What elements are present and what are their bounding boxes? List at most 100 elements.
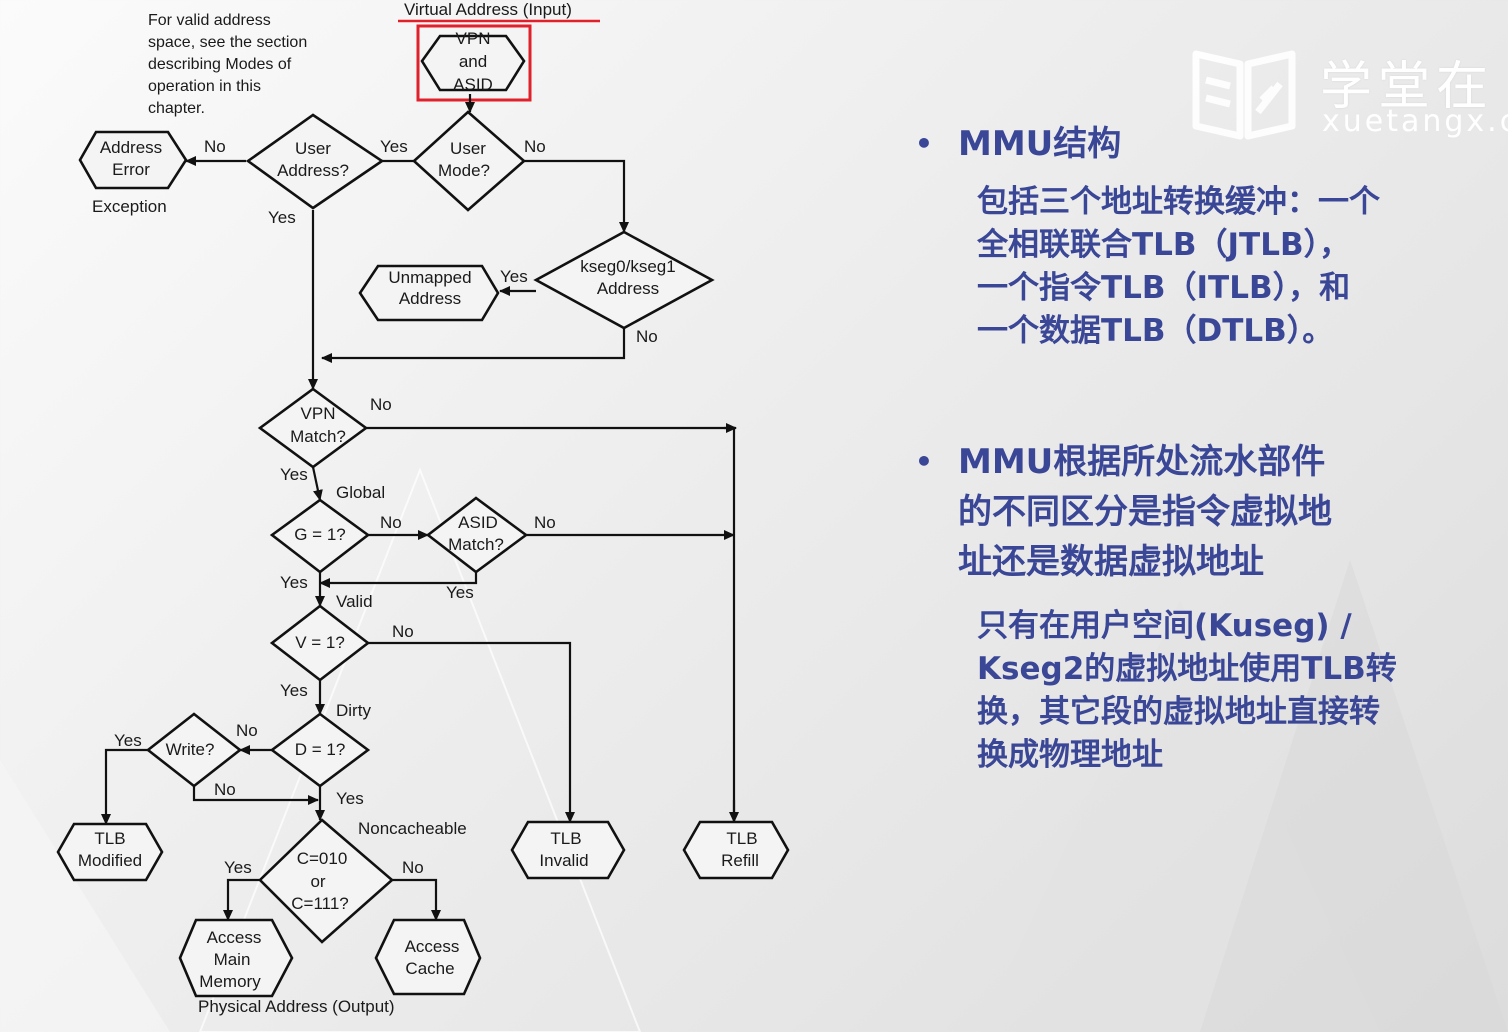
sub2-line: Kseg2的虚拟地址使用TLB转 [977, 651, 1397, 687]
svg-text:VPN: VPN [301, 404, 336, 423]
logo-chinese: 学堂在 [1320, 57, 1495, 117]
svg-text:User: User [450, 139, 486, 158]
label-yes-vpnmatch: Yes [280, 465, 308, 484]
svg-text:C=111?: C=111? [291, 894, 349, 913]
sub-text-2: 只有在用户空间(Kuseg) / Kseg2的虚拟地址使用TLB转 换，其它段的… [977, 605, 1457, 777]
node-address-error: Address Error [78, 130, 188, 190]
label-dirty: Dirty [336, 701, 371, 720]
svg-text:Error: Error [112, 160, 150, 179]
node-unmapped-address: Unmapped Address [358, 264, 500, 322]
label-no-useraddr: No [204, 137, 226, 156]
node-v1: V = 1? [269, 604, 371, 682]
label-yes-v1: Yes [280, 681, 308, 700]
label-noncacheable: Noncacheable [358, 819, 467, 838]
label-yes-asid: Yes [446, 583, 474, 602]
svg-text:Mode?: Mode? [438, 161, 490, 180]
edge-write-cacheq [192, 786, 319, 805]
edge-usermode-kseg [524, 159, 629, 233]
svg-text:Modified: Modified [78, 851, 142, 870]
node-vpn-asid: VPN and ASID [420, 29, 526, 94]
svg-text:TLB: TLB [550, 829, 581, 848]
svg-text:TLB: TLB [726, 829, 757, 848]
edge-vpnmatch-g1 [311, 466, 323, 501]
sub1-line: 一个数据TLB（DTLB）。 [977, 313, 1334, 349]
label-no-d1: No [236, 721, 258, 740]
svg-text:TLB: TLB [94, 829, 125, 848]
sub1-line: 一个指令TLB（ITLB），和 [977, 270, 1351, 306]
svg-text:Access: Access [207, 928, 262, 947]
label-yes-g1: Yes [280, 573, 308, 592]
label-yes-useraddr: Yes [268, 208, 296, 227]
sub2-line: 换，其它段的虚拟地址直接转 [977, 694, 1380, 730]
label-yes-write: Yes [114, 731, 142, 750]
bullet-title-1: MMU结构 [958, 124, 1122, 164]
svg-text:V = 1?: V = 1? [295, 633, 345, 652]
output-title: Physical Address (Output) [198, 997, 395, 1016]
label-yes-cacheq: Yes [224, 858, 252, 877]
label-no-usermode: No [524, 137, 546, 156]
label-no-v1: No [392, 622, 414, 641]
bullet2-line: MMU根据所处流水部件 [958, 442, 1326, 482]
bullet-dot: • [915, 445, 933, 478]
svg-text:Access: Access [405, 937, 460, 956]
label-no-kseg: No [636, 327, 658, 346]
bullet-dot: • [915, 127, 933, 160]
svg-text:User: User [295, 139, 331, 158]
svg-text:ASID: ASID [453, 75, 493, 94]
svg-text:Invalid: Invalid [539, 851, 588, 870]
label-yes-d1: Yes [336, 789, 364, 808]
node-tlb-invalid: TLB Invalid [510, 820, 626, 880]
svg-text:ASID: ASID [458, 513, 498, 532]
exception-label: Exception [92, 197, 167, 216]
svg-text:Address: Address [100, 138, 162, 157]
label-yes-kseg: Yes [500, 267, 528, 286]
svg-text:or: or [310, 872, 325, 891]
label-no-g1: No [380, 513, 402, 532]
svg-text:Memory: Memory [199, 972, 261, 991]
svg-text:Refill: Refill [721, 851, 759, 870]
edge-cacheq-cache [390, 878, 441, 921]
edge-cacheq-main [223, 878, 262, 921]
svg-text:Address: Address [399, 289, 461, 308]
edge-vpnmatch-refill [366, 426, 736, 822]
sub-text-1: 包括三个地址转换缓冲：一个 全相联联合TLB（JTLB）， 一个指令TLB（IT… [977, 181, 1457, 353]
svg-text:D = 1?: D = 1? [295, 740, 346, 759]
svg-text:Main: Main [214, 950, 251, 969]
edge-asid-v1 [319, 572, 478, 588]
svg-text:and: and [459, 52, 487, 71]
edge-v1-invalid [368, 641, 575, 823]
node-g1: G = 1? [269, 498, 371, 574]
logo-english: xuetangx.c [1322, 104, 1508, 139]
svg-text:kseg0/kseg1: kseg0/kseg1 [580, 257, 675, 276]
note-text: For valid address space, see the section… [148, 12, 312, 117]
svg-text:VPN: VPN [456, 29, 491, 48]
node-write: Write? [145, 712, 243, 788]
edge-kseg-main [321, 328, 626, 363]
svg-text:Unmapped: Unmapped [388, 268, 471, 287]
sub1-line: 全相联联合TLB（JTLB）， [977, 227, 1351, 263]
svg-text:Cache: Cache [405, 959, 454, 978]
label-no-vpnmatch: No [370, 395, 392, 414]
sub2-line: 只有在用户空间(Kuseg) / [977, 608, 1352, 644]
svg-text:Match?: Match? [290, 427, 346, 446]
svg-text:Write?: Write? [166, 740, 215, 759]
label-no-cacheq: No [402, 858, 424, 877]
svg-text:Address?: Address? [277, 161, 349, 180]
node-tlb-modified: TLB Modified [56, 822, 164, 882]
node-asid-match: ASID Match? [425, 496, 529, 574]
node-access-main-memory: Access Main Memory [178, 918, 294, 998]
node-user-mode: User Mode? [412, 110, 526, 212]
sub1-line: 包括三个地址转换缓冲：一个 [977, 184, 1380, 220]
input-title: Virtual Address (Input) [404, 0, 572, 19]
label-no-write: No [214, 780, 236, 799]
svg-text:G = 1?: G = 1? [294, 525, 346, 544]
bullet-title-2: MMU根据所处流水部件 的不同区分是指令虚拟地 址还是数据虚拟地址 [958, 437, 1458, 587]
label-no-asid: No [534, 513, 556, 532]
edge-write-modified [101, 748, 148, 825]
sub2-line: 换成物理地址 [977, 737, 1163, 773]
node-user-address: User Address? [245, 113, 385, 210]
xuetangx-logo: 学堂在 xuetangx.c [1188, 40, 1508, 150]
book-icon [1192, 50, 1296, 140]
label-global: Global [336, 483, 385, 502]
